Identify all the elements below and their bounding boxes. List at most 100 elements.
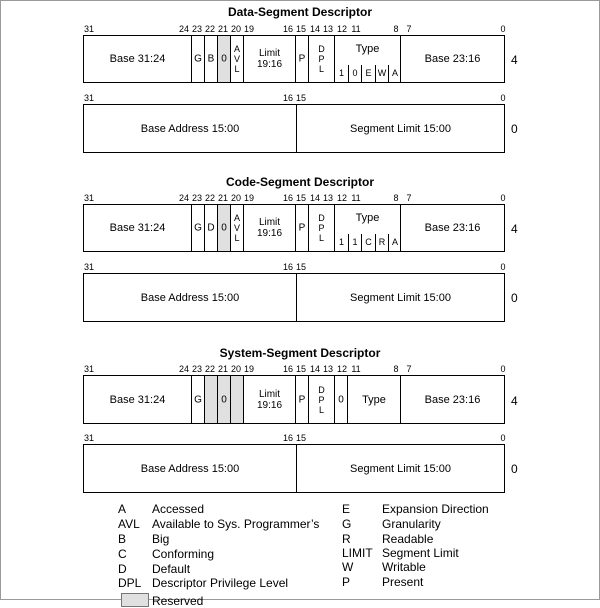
bit-number: 0 [500,433,506,443]
type-bit: A [388,234,401,251]
legend-desc: Expansion Direction [382,502,489,516]
bit-number: 11 [351,364,361,374]
field-b: B [205,36,218,82]
field-reserved [231,376,244,423]
bit-number: 16 [282,193,294,203]
field-reserved [205,376,218,423]
bit-number: 7 [406,364,412,374]
code-lower-doubleword: Base Address 15:00 Segment Limit 15:00 [83,273,505,322]
bit-number: 22 [204,24,216,34]
type-bit: 0 [348,65,361,82]
reserved-label: Reserved [152,594,204,608]
bit-number: 15 [295,93,307,103]
data-segment-title: Data-Segment Descriptor [227,5,373,19]
bit-number: 21 [217,24,229,34]
bit-number: 13 [322,193,334,203]
field-g: G [192,376,205,423]
field-g: G [192,205,205,251]
field-segment-limit: Segment Limit 15:00 [350,291,451,304]
field-type: Type 1 0 E W A [335,36,401,82]
type-bit: R [375,234,388,251]
legend-code: G [342,517,352,531]
type-bit: 1 [338,68,344,78]
legend-code: W [342,560,354,574]
legend-desc: Big [152,532,170,546]
legend-code: DPL [118,576,142,590]
legend-desc: Default [152,562,191,576]
bit-number: 0 [500,193,506,203]
bit-number: 31 [83,433,95,443]
bit-number: 14 [309,193,321,203]
field-base-31-24: Base 31:24 [84,376,192,423]
legend-desc: Present [382,575,424,589]
legend-code: A [118,502,127,516]
offset-label: 0 [511,462,518,476]
field-d: D [205,205,218,251]
system-segment-title: System-Segment Descriptor [219,346,381,360]
bit-number: 24 [178,364,190,374]
legend-desc: Segment Limit [382,546,459,560]
field-s-zero: 0 [335,376,348,423]
offset-label: 4 [511,394,518,408]
bit-number: 15 [295,193,307,203]
legend-desc: Writable [382,560,426,574]
bit-number: 23 [191,24,203,34]
field-type: Type 1 1 C R A [335,205,401,251]
bit-number: 20 [230,24,242,34]
bit-number: 8 [393,24,399,34]
field-p: P [296,205,309,251]
type-bit: 1 [338,237,344,247]
field-segment-limit: Segment Limit 15:00 [350,462,451,475]
bit-number: 22 [204,364,216,374]
bit-number: 20 [230,364,242,374]
bit-number: 16 [282,93,294,103]
field-base-address: Base Address 15:00 [84,445,297,492]
system-lower-doubleword: Base Address 15:00 Segment Limit 15:00 [83,444,505,493]
bit-number: 19 [243,193,255,203]
bit-number: 16 [282,364,294,374]
bit-number: 21 [217,364,229,374]
bit-number: 15 [295,433,307,443]
field-g: G [192,36,205,82]
legend-desc: Available to Sys. Programmer’s [152,517,320,531]
bit-number: 16 [282,24,294,34]
bit-number: 23 [191,364,203,374]
bit-number: 24 [178,193,190,203]
field-p: P [296,376,309,423]
code-segment-title: Code-Segment Descriptor [225,175,375,189]
offset-label: 4 [511,53,518,67]
legend-code: AVL [118,517,140,531]
type-bit: E [361,65,375,82]
legend-code: LIMIT [342,546,373,560]
bit-number: 31 [83,262,95,272]
bit-number: 7 [406,24,412,34]
type-bit: 1 [348,234,361,251]
bit-number: 19 [243,24,255,34]
legend-code: P [342,575,351,589]
bit-number: 12 [336,24,348,34]
bit-number: 15 [295,262,307,272]
bit-number: 12 [336,364,348,374]
bit-number: 19 [243,364,255,374]
data-lower-doubleword: Base Address 15:00 Segment Limit 15:00 [83,104,505,153]
field-reserved-zero: 0 [218,36,231,82]
legend-code: B [118,532,127,546]
bit-number: 31 [83,93,95,103]
field-p: P [296,36,309,82]
field-base-address: Base Address 15:00 [84,105,297,152]
bit-number: 16 [282,262,294,272]
field-base-31-24: Base 31:24 [84,36,192,82]
field-base-23-16: Base 23:16 [424,222,481,234]
bit-number: 22 [204,193,216,203]
bit-number: 14 [309,24,321,34]
bit-number: 8 [393,364,399,374]
legend-desc: Conforming [152,547,215,561]
offset-label: 4 [511,222,518,236]
